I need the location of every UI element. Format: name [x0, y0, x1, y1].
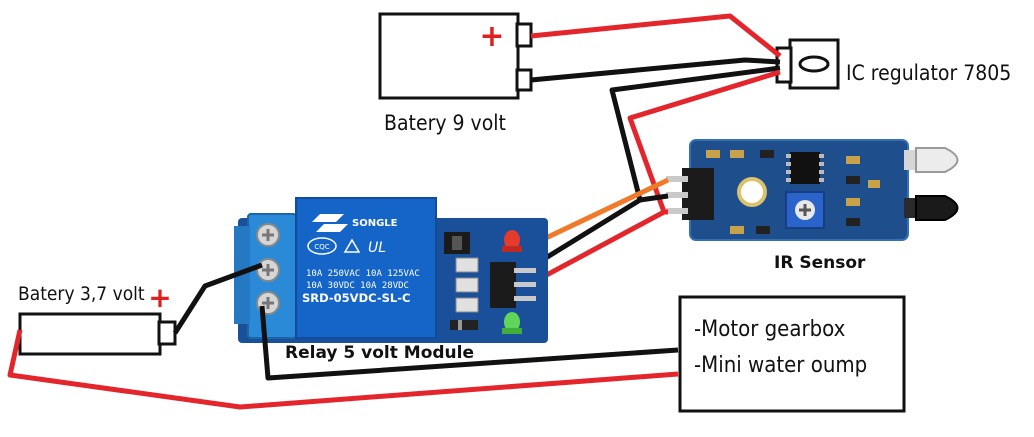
- relay-model: SRD-05VDC-SL-C: [302, 291, 410, 305]
- label-load-line1: -Motor gearbox: [694, 317, 846, 342]
- relay-module: SONGLE CQC UL 10A 250VAC 10A 125VAC 10A …: [234, 197, 548, 343]
- battery-37v-plus-sign: +: [148, 281, 171, 314]
- battery-9v-plus-sign: +: [479, 19, 504, 54]
- label-battery-9v: Batery 9 volt: [384, 111, 506, 135]
- relay-ul-mark: UL: [368, 240, 386, 256]
- relay-brand: SONGLE: [352, 218, 398, 229]
- relay-rating-ac: 10A 250VAC 10A 125VAC: [306, 269, 420, 279]
- label-ir-sensor: IR Sensor: [774, 253, 866, 273]
- label-ic-regulator: IC regulator 7805: [846, 61, 1011, 85]
- label-battery-37v: Batery 3,7 volt: [18, 283, 145, 305]
- wire-37v-negative: [7, 329, 679, 410]
- ic-regulator-7805: [775, 38, 840, 90]
- wire-9v-positive: [530, 13, 782, 58]
- wire-9v-negative: [530, 57, 781, 83]
- ir-sensor-module: [666, 139, 959, 241]
- label-relay-module: Relay 5 volt Module: [285, 343, 474, 363]
- load-box: [678, 295, 906, 413]
- label-load-line2: -Mini water oump: [694, 353, 867, 378]
- battery-9v: +: [378, 12, 533, 100]
- relay-cqc-mark: CQC: [314, 243, 329, 251]
- wire-relay-to-load: [259, 305, 679, 381]
- wire-ir-ground: [639, 193, 669, 203]
- wire-regulator-ground: [503, 65, 781, 286]
- wire-regulator-5v: [498, 69, 781, 303]
- relay-rating-dc: 10A 30VDC 10A 28VDC: [306, 281, 409, 291]
- wire-37v-positive: [172, 262, 263, 335]
